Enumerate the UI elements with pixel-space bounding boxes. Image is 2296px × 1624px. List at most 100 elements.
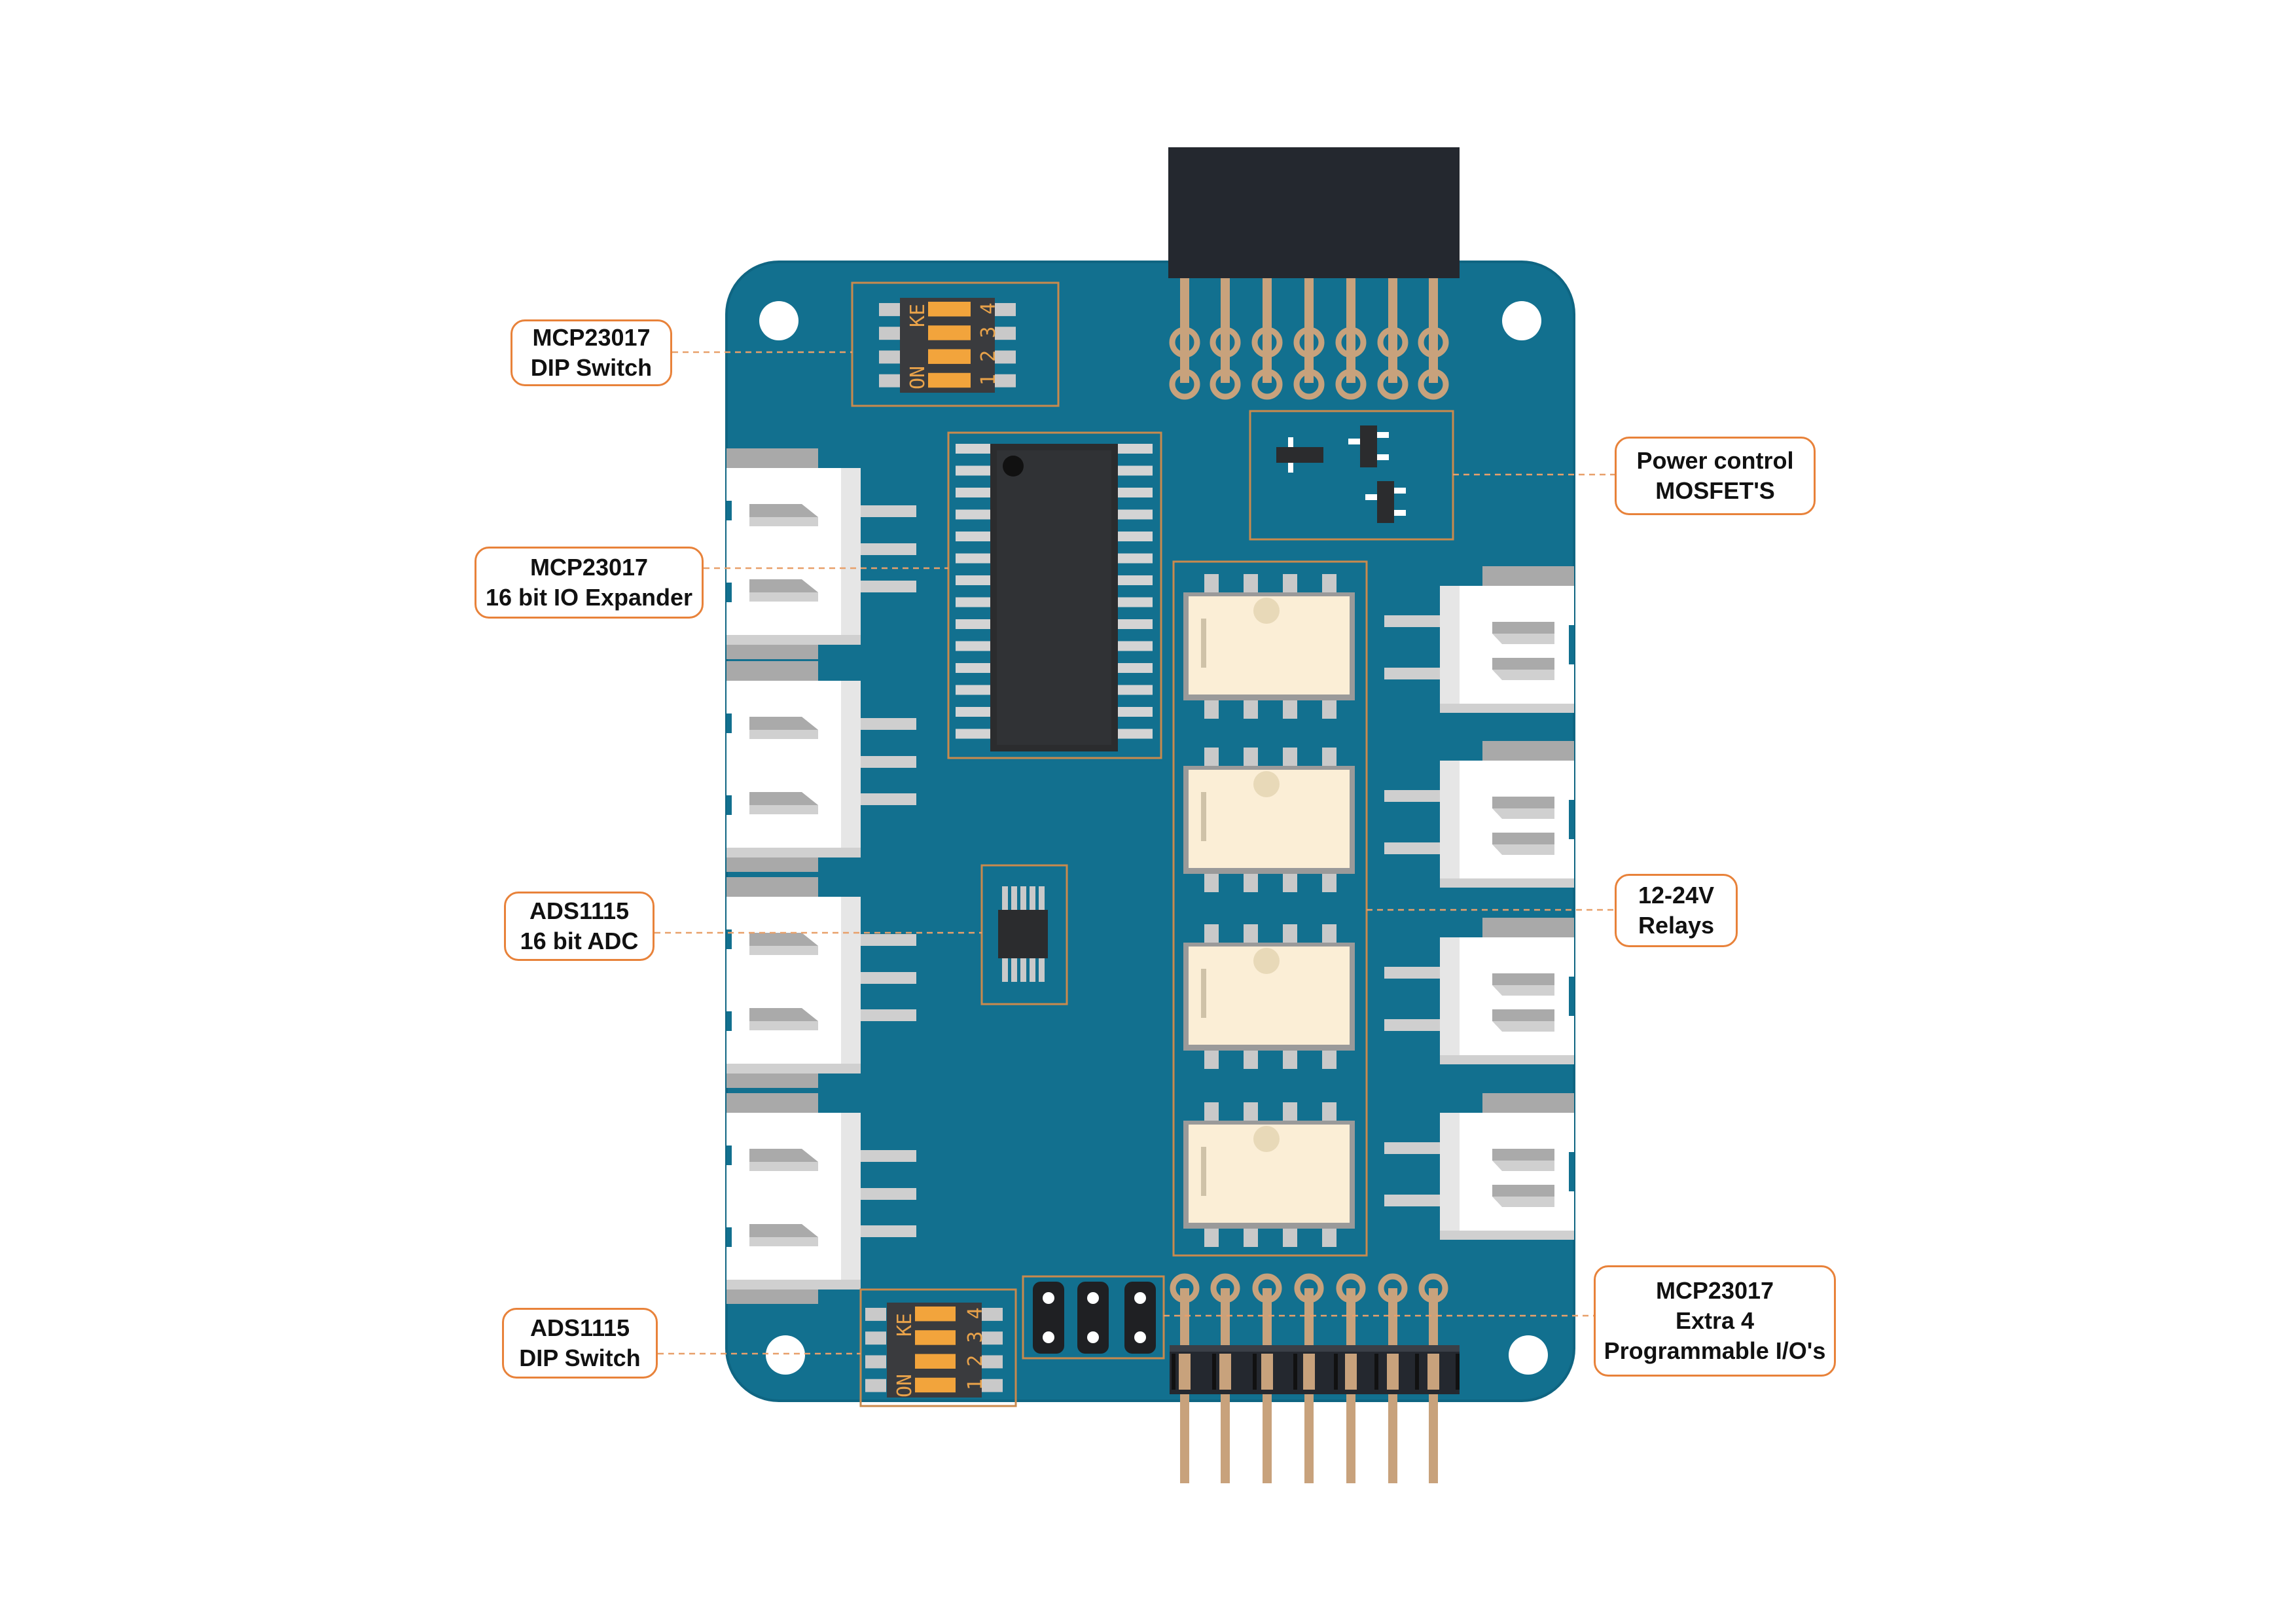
top-header-pad [1169,369,1200,400]
chip-pin-right [1118,575,1153,585]
relay-dot [1253,598,1280,624]
bottom-header-pin-segment [1387,1354,1399,1390]
top-header-pad [1335,327,1367,358]
connector-lead [861,543,916,555]
dip-position-number: 3 [977,327,1000,338]
relay-mark [1201,619,1206,668]
chip-pin-left [956,488,990,497]
connector-lead [861,972,916,984]
dip-switch-pad [865,1331,886,1345]
dip-switch-pad [879,327,900,340]
dip-position-number: 4 [964,1307,987,1319]
relay-dot [1253,1126,1280,1152]
bottom-header-pin-segment [1427,1354,1439,1390]
relay-pin [1244,748,1258,766]
chip-pin-left [956,707,990,717]
dip-switch-pad [995,350,1016,364]
chip-pin-right [1118,465,1153,476]
connector-top-rib [1482,566,1574,586]
relay-pin [1283,874,1297,892]
dip-switch-lever [915,1354,956,1369]
dip-ke-label-bottom: KE [893,1313,916,1337]
connector-slot [749,717,818,730]
connector-housing [1440,586,1574,704]
relay-pin [1283,924,1297,943]
connector-housing [1440,1113,1574,1231]
relay-pin [1204,700,1219,719]
connector-lead [1384,1195,1440,1206]
adc-pin-bottom [1002,958,1008,982]
connector-lead [861,934,916,946]
mcp23017-io-expander-chip [947,431,1162,759]
chip-pin-right [1118,597,1153,607]
left-terminal-connector [726,877,916,1088]
adc-pin-top [1020,886,1026,910]
dip-position-number: 3 [964,1331,987,1343]
mounting-hole-bottom-right [1509,1335,1548,1375]
dip-position-number: 2 [964,1355,987,1367]
chip-pin-left [956,509,990,520]
dip-switch-pad [995,374,1016,388]
connector-top-rib [726,448,818,468]
relay-pin [1244,574,1258,592]
adc-pin-bottom [1020,958,1026,982]
connector-bottom-rib [726,1290,818,1304]
chip-pin-left [956,444,990,454]
relay-pin [1283,1051,1297,1069]
chip-pin-left [956,597,990,607]
top-header-pad [1377,327,1408,358]
left-terminal-connector [726,661,916,872]
connector-lead [861,718,916,730]
right-terminal-connector [1384,566,1574,713]
adc-pin-top [1011,886,1017,910]
relay-pin [1283,700,1297,719]
dip-switch-pad [982,1331,1003,1345]
chip-pin-right [1118,663,1153,673]
jumper [1077,1282,1109,1354]
top-header-pad [1293,327,1325,358]
relay-pin [1244,700,1258,719]
callout-ads1115-dip-switch: ADS1115 DIP Switch [502,1308,658,1379]
relay-pin [1204,748,1219,766]
relay-pin [1322,700,1336,719]
relay-pin [1244,1051,1258,1069]
chip-pin-right [1118,553,1153,564]
connector-slot [1492,622,1554,634]
dip-switch-lever [928,301,971,317]
dip-on-label-top: ON [906,366,929,389]
relay-pin [1322,1102,1336,1121]
adc-pin-top [1002,886,1008,910]
adc-pin-bottom [1011,958,1017,982]
dip-switch-lever [928,325,971,340]
pcb-board [726,262,1574,1401]
chip-pin-right [1118,729,1153,739]
connector-slot [1492,1149,1554,1161]
chip-pin-left [956,619,990,629]
connector-slot [749,579,818,592]
relay-pin [1244,1229,1258,1247]
left-terminal-connector [726,448,916,659]
chip-pin-left [956,729,990,739]
dip-switch-lever [915,1377,956,1393]
connector-top-rib [1482,1093,1574,1113]
relay-pin [1244,1102,1258,1121]
chip-pin-right [1118,685,1153,695]
connector-bottom-rib [726,1074,818,1088]
connector-lead [861,1188,916,1200]
dip-position-number: 1 [964,1379,987,1390]
connector-bottom-rib [726,857,818,872]
relay-pin [1204,1102,1219,1121]
connector-bottom-rib [726,645,818,659]
connector-slot [749,1149,818,1162]
chip-pin-left [956,465,990,476]
connector-housing [726,468,861,635]
dip-switch-pad [865,1355,886,1369]
right-terminal-connector [1384,918,1574,1064]
connector-lead [1384,842,1440,854]
connector-lead [1384,967,1440,979]
connector-slot [749,1224,818,1237]
dip-switch-pad [865,1379,886,1392]
